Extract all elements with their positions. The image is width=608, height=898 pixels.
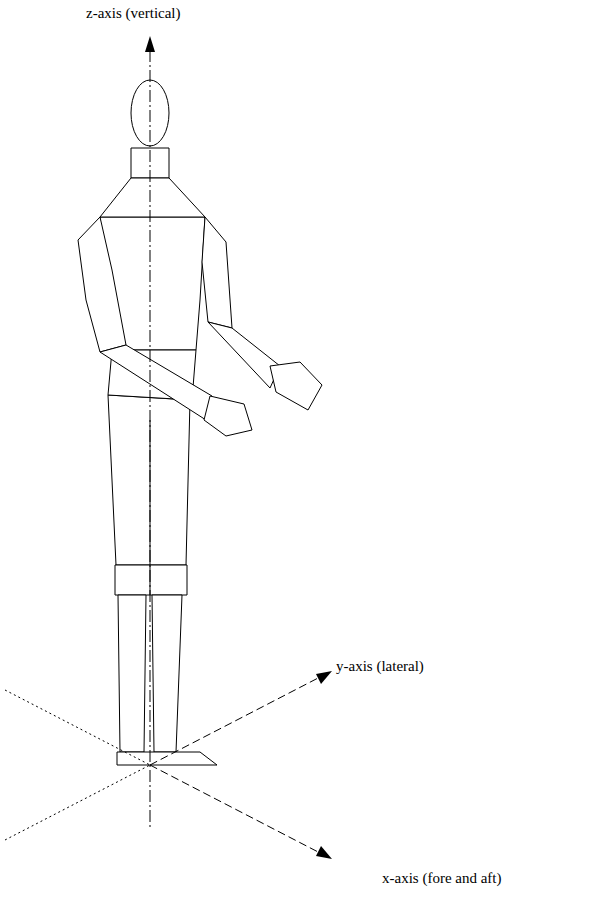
human-figure bbox=[78, 80, 322, 765]
right-hand bbox=[270, 362, 322, 410]
knees bbox=[115, 565, 187, 595]
x-axis-line bbox=[150, 765, 322, 854]
y-axis-back-line bbox=[5, 765, 150, 840]
right-forearm bbox=[208, 322, 280, 388]
right-upper-arm bbox=[202, 217, 232, 328]
axis-label: y-axis (lateral) bbox=[334, 657, 426, 675]
right-shin bbox=[152, 595, 182, 752]
z-arrowhead bbox=[145, 36, 155, 52]
left-forearm bbox=[100, 345, 212, 420]
x-arrowhead bbox=[316, 846, 332, 859]
left-hand bbox=[204, 396, 252, 436]
y-arrowhead bbox=[316, 671, 332, 684]
axis-label: z-axis (vertical) bbox=[84, 4, 183, 22]
feet bbox=[117, 752, 217, 765]
thighs bbox=[108, 395, 190, 565]
y-axis-line bbox=[150, 676, 322, 765]
x-axis-back-line bbox=[5, 690, 150, 765]
axis-label: x-axis (fore and aft) bbox=[380, 869, 504, 887]
left-upper-arm bbox=[78, 217, 126, 352]
axis-arrowheads bbox=[145, 36, 332, 859]
shoulder-line bbox=[100, 178, 205, 217]
z-axis-line bbox=[150, 50, 151, 830]
axes bbox=[5, 50, 322, 854]
left-shin bbox=[118, 595, 146, 752]
